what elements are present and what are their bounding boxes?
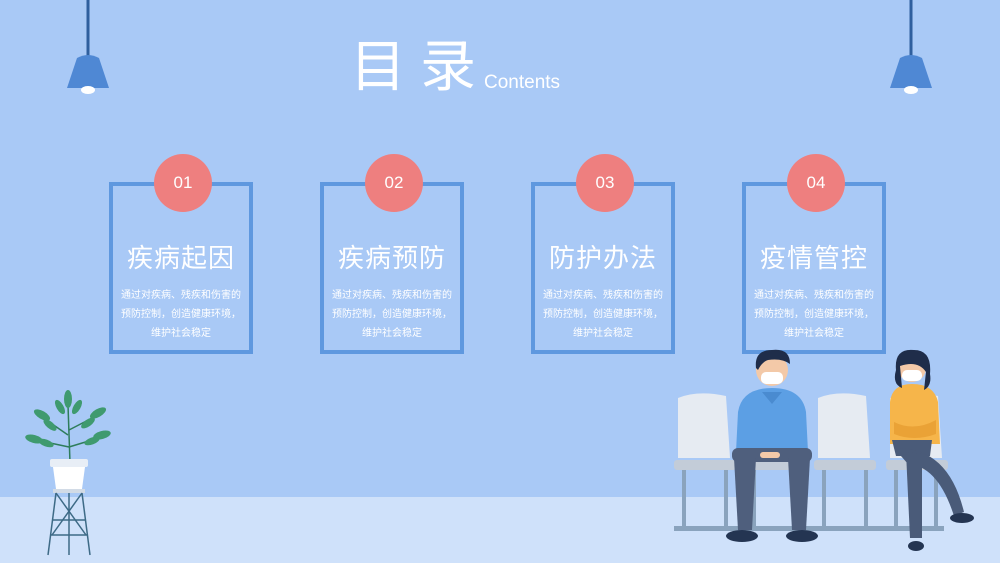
card-title: 疫情管控 — [759, 244, 868, 274]
card-title: 防护办法 — [548, 244, 657, 274]
toc-card: 疫情管控 通过对疾病、残疾和伤害的预防控制，创造健康环境，维护社会稳定 — [742, 182, 886, 354]
card-description: 通过对疾病、残疾和伤害的预防控制，创造健康环境，维护社会稳定 — [332, 290, 452, 339]
page-title: 目录 Contents — [350, 36, 560, 100]
card-description: 通过对疾病、残疾和伤害的预防控制，创造健康环境，维护社会稳定 — [754, 290, 874, 339]
card-number-badge: 01 — [154, 154, 212, 212]
card-title: 疾病起因 — [126, 244, 235, 274]
waiting-chairs-icon — [674, 349, 974, 551]
card-number-badge: 02 — [365, 154, 423, 212]
title-subtitle: Contents — [484, 72, 561, 93]
ceiling-lamp-icon — [67, 0, 109, 94]
card-title: 疾病预防 — [337, 244, 446, 274]
potted-plant-icon — [25, 390, 111, 556]
card-description: 通过对疾病、残疾和伤害的预防控制，创造健康环境，维护社会稳定 — [121, 290, 241, 339]
woman-with-mask-icon — [890, 349, 974, 551]
card-number-badge: 03 — [576, 154, 634, 212]
man-with-mask-icon — [726, 349, 818, 542]
ceiling-lamp-icon — [890, 0, 932, 94]
title-main: 目录 — [350, 35, 490, 100]
card-number-badge: 04 — [787, 154, 845, 212]
card-description: 通过对疾病、残疾和伤害的预防控制，创造健康环境，维护社会稳定 — [543, 290, 663, 339]
